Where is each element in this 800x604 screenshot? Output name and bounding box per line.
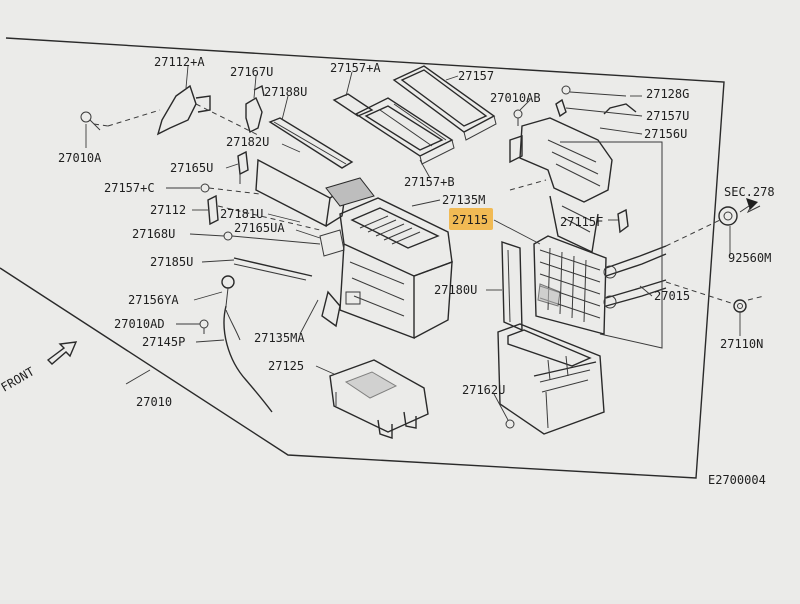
label-27157u[interactable]: 27157U (646, 109, 689, 123)
housing-27135ma (299, 290, 341, 335)
assembly-boundary (0, 37, 725, 479)
evaporator-core-27115 (533, 235, 607, 335)
front-arrow (46, 341, 78, 365)
label-27145p[interactable]: 27145P (142, 335, 185, 349)
filter-27188u (268, 117, 354, 169)
label-27128g[interactable]: 27128G (646, 87, 689, 101)
bracket-27115f (617, 208, 629, 234)
label-27157b[interactable]: 27157+B (404, 175, 455, 189)
label-27165u[interactable]: 27165U (170, 161, 213, 175)
bracket-27112 (207, 194, 321, 231)
cable-27145p (223, 305, 273, 413)
blower-case-27125 (329, 359, 429, 439)
bolt-27128g (561, 85, 627, 97)
case-27156u (509, 117, 613, 254)
label-27180u[interactable]: 27180U (434, 283, 477, 297)
label-27157[interactable]: 27157 (458, 69, 494, 83)
label-27181u[interactable]: 27181U (220, 207, 263, 221)
label-27157c[interactable]: 27157+C (104, 181, 155, 195)
leader-lines (85, 65, 741, 421)
label-27167u[interactable]: 27167U (230, 65, 273, 79)
label-27010[interactable]: 27010 (136, 395, 172, 409)
label-27115[interactable]: 27115 (452, 213, 488, 227)
insulator-92560m (665, 206, 738, 247)
label-27110n[interactable]: 27110N (720, 337, 763, 351)
sec-arrow (739, 198, 761, 214)
label-sec278[interactable]: SEC.278 (724, 185, 775, 199)
seal-27157a (332, 93, 374, 117)
label-27125[interactable]: 27125 (268, 359, 304, 373)
label-27015[interactable]: 27015 (654, 289, 690, 303)
label-27112a[interactable]: 27112+A (154, 55, 205, 69)
bracket-27112a (156, 84, 261, 137)
label-27156ya[interactable]: 27156YA (128, 293, 179, 307)
label-27185u[interactable]: 27185U (150, 255, 193, 269)
label-27188u[interactable]: 27188U (264, 85, 307, 99)
frame-27157 (392, 65, 497, 141)
seal-27180u (501, 241, 523, 332)
label-27168u[interactable]: 27168U (132, 227, 175, 241)
evaporator-group-outline (560, 141, 663, 349)
seal-27157c (200, 183, 261, 195)
drawing-code: E2700004 (708, 473, 766, 487)
label-27182u[interactable]: 27182U (226, 135, 269, 149)
part-labels: 27112+A 27167U 27157+A 27157 27188U 2701… (0, 55, 775, 487)
label-27135m[interactable]: 27135M (442, 193, 485, 207)
label-27165ua[interactable]: 27165UA (234, 221, 285, 235)
clip-27165u (237, 150, 249, 184)
screw-27010ab (513, 109, 523, 126)
clip-27157u (555, 98, 567, 118)
bolt-27010a (80, 109, 161, 131)
label-27157a[interactable]: 27157+A (330, 61, 381, 75)
label-27156u[interactable]: 27156U (644, 127, 687, 141)
label-27112[interactable]: 27112 (150, 203, 186, 217)
link-27185u (233, 257, 313, 281)
label-27162u[interactable]: 27162U (462, 383, 505, 397)
label-27010ab[interactable]: 27010AB (490, 91, 541, 105)
label-27010ad[interactable]: 27010AD (114, 317, 165, 331)
guide-dash (509, 179, 547, 191)
label-27115f[interactable]: 27115F (560, 215, 603, 229)
housing-27135m (319, 197, 453, 340)
highlight-marker (449, 208, 493, 230)
lower-case-27162u (497, 323, 605, 435)
frame-27157b (354, 97, 455, 165)
label-27135ma[interactable]: 27135MA (254, 331, 305, 345)
panel-27182u (255, 158, 375, 228)
lever-27156ya (221, 275, 235, 307)
clip-27167u (245, 84, 265, 134)
label-92560m[interactable]: 92560M (728, 251, 771, 265)
label-27010a[interactable]: 27010A (58, 151, 102, 165)
pipe-27015 (603, 103, 667, 309)
